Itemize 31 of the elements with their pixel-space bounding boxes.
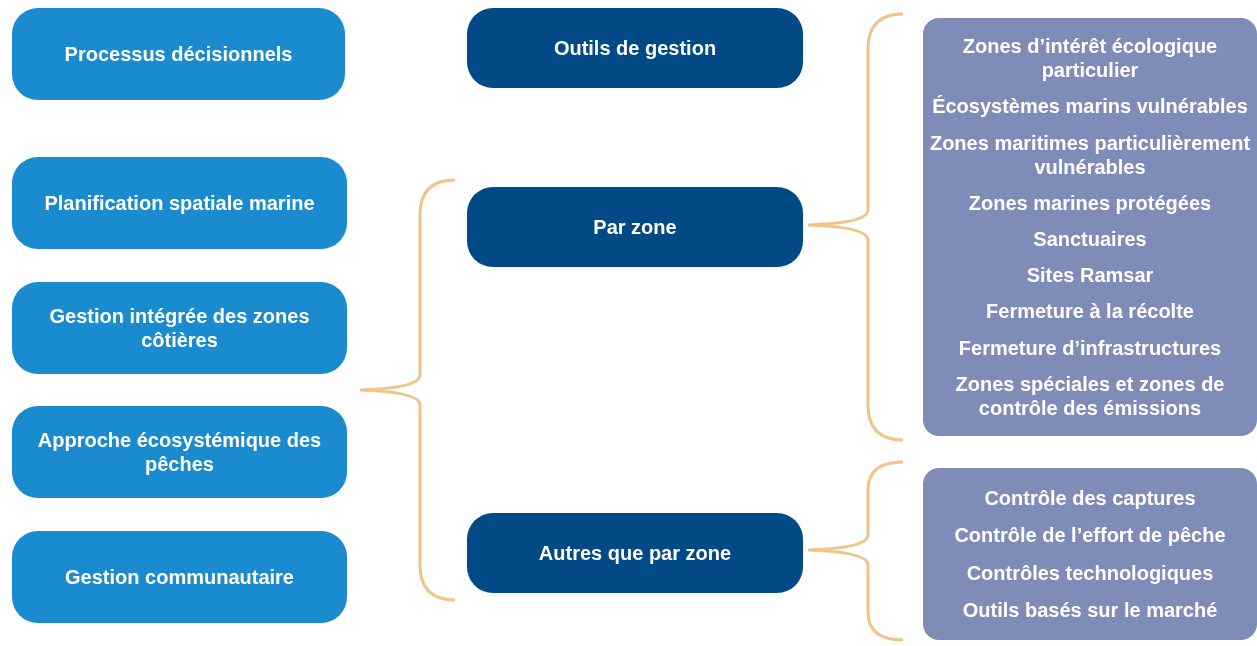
list-item: Écosystèmes marins vulnérables	[932, 94, 1248, 119]
rounded-box	[467, 8, 803, 88]
box-label: Processus décisionnels	[64, 42, 293, 66]
list-item: Sanctuaires	[1033, 226, 1147, 251]
list-item: Outils basés sur le marché	[962, 598, 1218, 623]
box-label: Par zone	[593, 215, 677, 239]
list-item: Zones marines protégées	[968, 190, 1212, 215]
rounded-box	[12, 282, 347, 374]
list-item: Zones maritimes particulièrement vulnérables	[928, 130, 1252, 179]
box-label: Outils de gestion	[553, 36, 717, 60]
box-label: Gestion intégrée des zones côtières	[48, 304, 311, 352]
list-item: Contrôles technologiques	[966, 560, 1214, 585]
box-label: Approche écosystémique des pêches	[36, 428, 323, 476]
list-item: Contrôle de l’effort de pêche	[954, 523, 1226, 548]
rounded-box	[12, 157, 347, 249]
list-item: Fermeture d’infrastructures	[958, 335, 1222, 360]
rounded-box	[12, 531, 347, 623]
list-item: Fermeture à la récolte	[986, 299, 1194, 324]
rounded-box	[12, 406, 347, 498]
list-item: Sites Ramsar	[1026, 263, 1154, 288]
box-label: Planification spatiale marine	[44, 191, 315, 215]
list-item: Contrôle des captures	[984, 485, 1196, 510]
box-label: Gestion communautaire	[65, 565, 294, 589]
list-item: Zones spéciales et zones de contrôle des émissions	[954, 371, 1226, 420]
rounded-box	[12, 8, 345, 100]
rounded-box	[467, 513, 803, 593]
list-item: Zones d’intérêt écologique particulier	[961, 34, 1219, 83]
rounded-box	[467, 187, 803, 267]
list-panel	[923, 468, 1257, 640]
list-panel	[923, 18, 1257, 436]
box-label: Autres que par zone	[538, 541, 732, 565]
